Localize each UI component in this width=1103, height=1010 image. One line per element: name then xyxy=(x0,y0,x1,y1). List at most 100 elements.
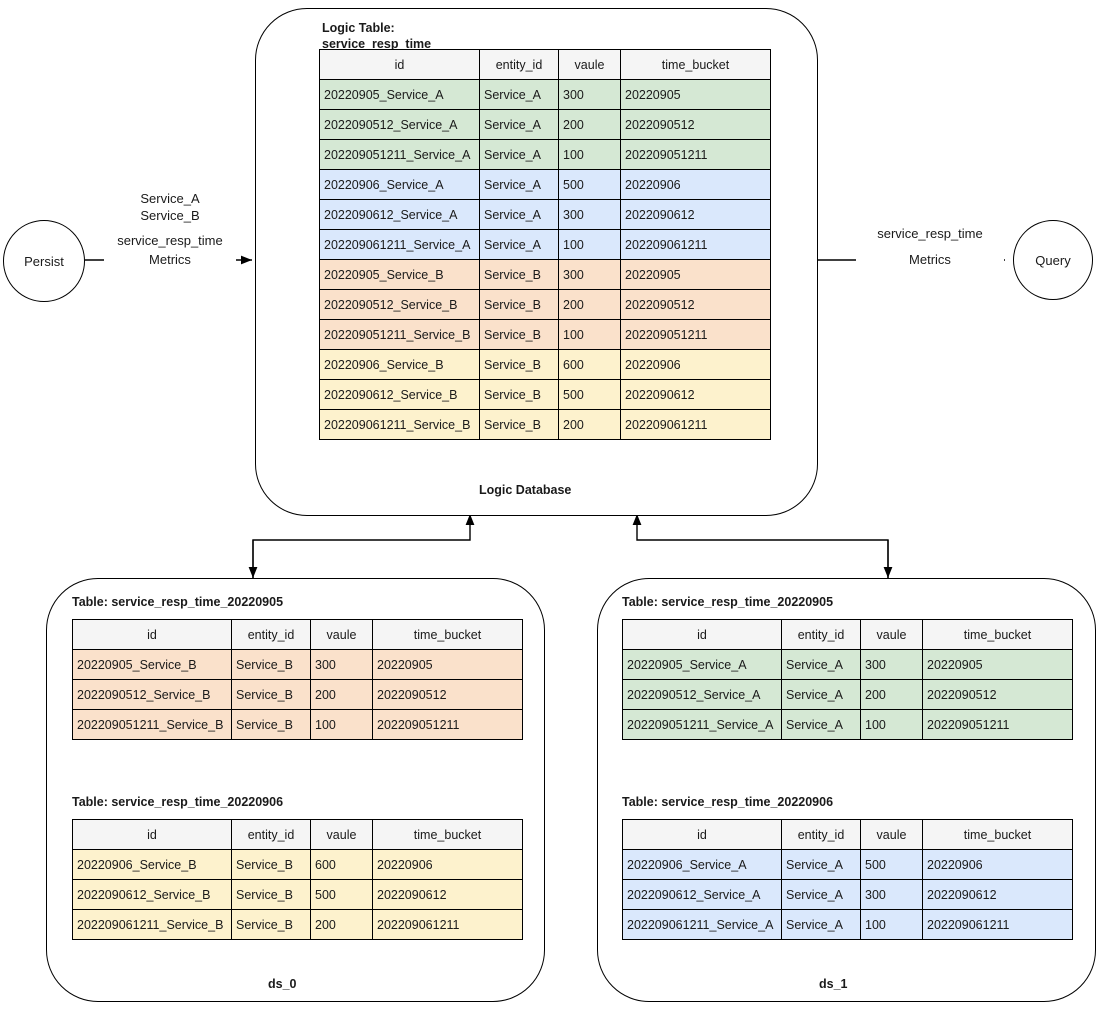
cell-id: 2022090612_Service_A xyxy=(622,879,782,910)
cell-time_bucket: 2022090512 xyxy=(372,679,523,710)
cell-id: 20220905_Service_B xyxy=(72,649,232,680)
persist-edge-metric-name: service_resp_time xyxy=(117,233,223,248)
cell-vaule: 100 xyxy=(558,139,621,170)
column-header-vaule: vaule xyxy=(310,619,373,650)
logic-table-title-line1: Logic Table: xyxy=(322,21,395,35)
cell-id: 202209051211_Service_B xyxy=(72,709,232,740)
cell-id: 20220906_Service_B xyxy=(72,849,232,880)
cell-vaule: 200 xyxy=(558,109,621,140)
cell-vaule: 100 xyxy=(558,229,621,260)
cell-id: 20220906_Service_B xyxy=(319,349,480,380)
persist-edge-entities-label: Service_A Service_B xyxy=(105,190,235,224)
cell-time_bucket: 20220906 xyxy=(922,849,1073,880)
cell-entity_id: Service_B xyxy=(479,379,559,410)
cell-time_bucket: 2022090512 xyxy=(620,109,771,140)
cell-vaule: 200 xyxy=(310,909,373,940)
cell-entity_id: Service_A xyxy=(479,139,559,170)
column-header-time_bucket: time_bucket xyxy=(372,819,523,850)
cell-entity_id: Service_A xyxy=(781,849,861,880)
persist-edge-metrics-text: Metrics xyxy=(149,252,191,267)
column-header-time_bucket: time_bucket xyxy=(372,619,523,650)
column-header-time_bucket: time_bucket xyxy=(922,619,1073,650)
logic-table-title: Logic Table: service_resp_time xyxy=(322,20,431,52)
cell-entity_id: Service_A xyxy=(479,169,559,200)
persist-edge-service-b: Service_B xyxy=(140,208,200,223)
query-node-label: Query xyxy=(1035,252,1071,268)
cell-vaule: 100 xyxy=(860,709,923,740)
cell-entity_id: Service_B xyxy=(231,849,311,880)
ds1-table0-title-text: Table: service_resp_time_20220905 xyxy=(622,595,834,609)
persist-edge-service-a: Service_A xyxy=(140,191,200,206)
cell-id: 2022090512_Service_A xyxy=(622,679,782,710)
cell-entity_id: Service_B xyxy=(231,679,311,710)
column-header-entity_id: entity_id xyxy=(781,819,861,850)
ds1-caption-text: ds_1 xyxy=(819,977,848,991)
ds1-caption: ds_1 xyxy=(819,977,848,991)
cell-entity_id: Service_A xyxy=(479,109,559,140)
persist-node-label: Persist xyxy=(24,253,64,269)
ds0-table0-title-text: Table: service_resp_time_20220905 xyxy=(72,595,284,609)
cell-time_bucket: 20220905 xyxy=(620,259,771,290)
cell-time_bucket: 202209061211 xyxy=(372,909,523,940)
cell-id: 202209061211_Service_B xyxy=(319,409,480,440)
ds1-table1-title: Table: service_resp_time_20220906 xyxy=(622,794,833,810)
cell-vaule: 200 xyxy=(310,679,373,710)
cell-time_bucket: 2022090612 xyxy=(372,879,523,910)
cell-time_bucket: 202209051211 xyxy=(620,319,771,350)
query-node[interactable]: Query xyxy=(1013,220,1093,300)
column-header-time_bucket: time_bucket xyxy=(620,49,771,80)
cell-entity_id: Service_B xyxy=(479,319,559,350)
column-header-entity_id: entity_id xyxy=(231,819,311,850)
cell-time_bucket: 2022090612 xyxy=(620,199,771,230)
query-edge-metrics-label: Metrics xyxy=(856,251,1004,268)
cell-vaule: 600 xyxy=(558,349,621,380)
persist-node[interactable]: Persist xyxy=(3,220,85,302)
cell-vaule: 200 xyxy=(558,409,621,440)
cell-id: 2022090512_Service_B xyxy=(319,289,480,320)
cell-vaule: 200 xyxy=(860,679,923,710)
cell-vaule: 300 xyxy=(310,649,373,680)
cell-time_bucket: 202209061211 xyxy=(620,409,771,440)
query-edge-metric-name: service_resp_time xyxy=(877,226,983,241)
column-header-time_bucket: time_bucket xyxy=(922,819,1073,850)
logic-table-title-line2: service_resp_time xyxy=(322,37,432,51)
column-header-id: id xyxy=(622,819,782,850)
cell-id: 202209061211_Service_A xyxy=(319,229,480,260)
cell-entity_id: Service_B xyxy=(231,879,311,910)
cell-vaule: 200 xyxy=(558,289,621,320)
cell-time_bucket: 2022090512 xyxy=(620,289,771,320)
cell-time_bucket: 20220906 xyxy=(372,849,523,880)
cell-vaule: 100 xyxy=(860,909,923,940)
column-header-id: id xyxy=(622,619,782,650)
cell-id: 2022090512_Service_A xyxy=(319,109,480,140)
cell-time_bucket: 202209051211 xyxy=(620,139,771,170)
cell-entity_id: Service_B xyxy=(231,909,311,940)
cell-id: 202209051211_Service_B xyxy=(319,319,480,350)
column-header-entity_id: entity_id xyxy=(231,619,311,650)
cell-id: 202209051211_Service_A xyxy=(622,709,782,740)
ds0-caption-text: ds_0 xyxy=(268,977,297,991)
cell-vaule: 500 xyxy=(310,879,373,910)
